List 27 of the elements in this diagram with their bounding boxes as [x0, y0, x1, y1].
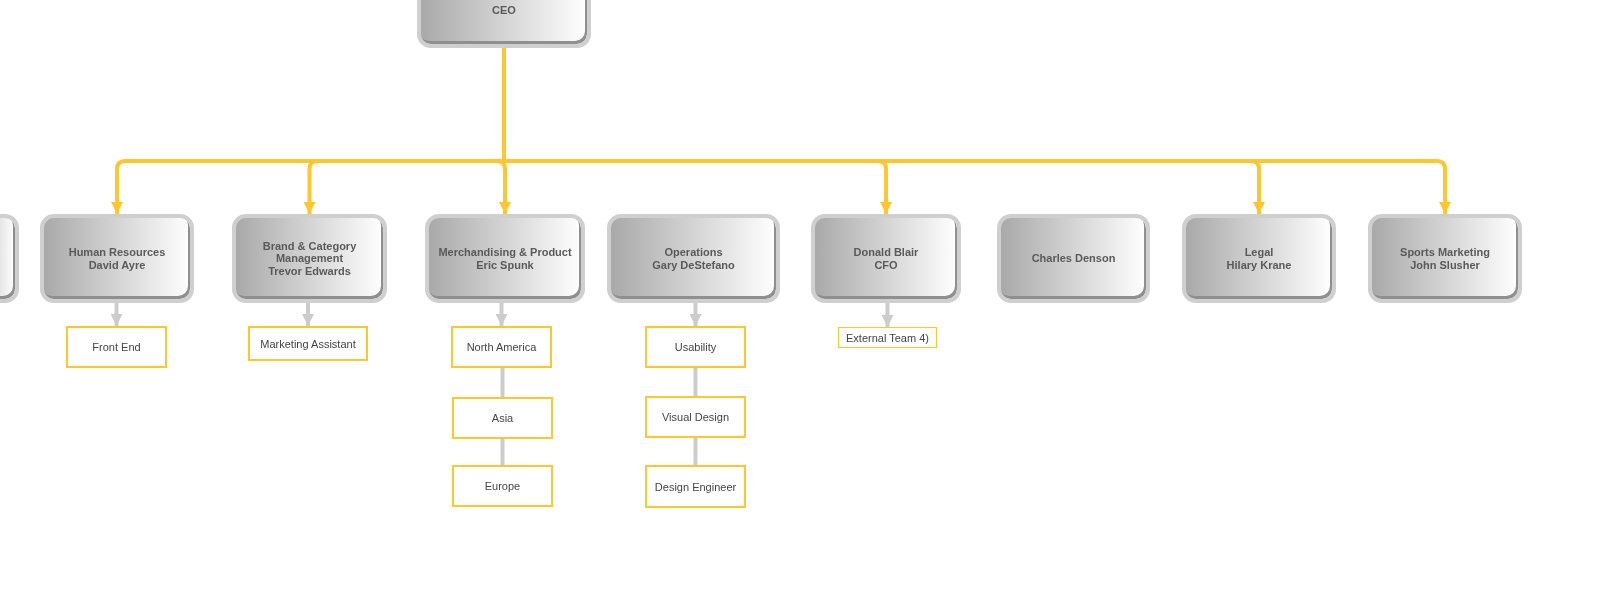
team-box: Usability	[645, 326, 746, 368]
manager-box: CEO	[417, 0, 591, 48]
arrow	[495, 303, 508, 326]
manager-box: Human Resources David Ayre	[40, 214, 194, 303]
manager-box: Sports Marketing John Slusher	[1368, 214, 1522, 303]
manager-box: Operations Gary DeStefano	[607, 214, 780, 303]
manager-box: Donald Blair CFO	[811, 214, 961, 303]
team-box: Asia	[452, 397, 553, 439]
team-box: Europe	[452, 465, 553, 507]
manager-box: Legal Hilary Krane	[1182, 214, 1336, 303]
team-box: North America	[451, 326, 552, 368]
arrow	[881, 303, 894, 327]
manager-box: Brand & Category Management Trevor Edwards	[232, 214, 387, 303]
connector-line	[500, 368, 505, 397]
connector-line	[693, 438, 698, 465]
team-box: Visual Design	[645, 396, 746, 438]
manager-box: Merchandising & Product Eric Spunk	[425, 214, 585, 303]
connector-line	[693, 368, 698, 396]
manager-box: Charles Denson	[997, 214, 1150, 303]
arrow	[302, 303, 314, 326]
team-box: External Team 4)	[838, 327, 937, 348]
connector-line	[500, 439, 505, 465]
team-box: Marketing Assistant	[248, 326, 368, 361]
arrow	[689, 303, 702, 326]
team-box: Front End	[66, 326, 167, 368]
arrow	[110, 303, 123, 326]
team-box: Design Engineer	[645, 465, 746, 508]
